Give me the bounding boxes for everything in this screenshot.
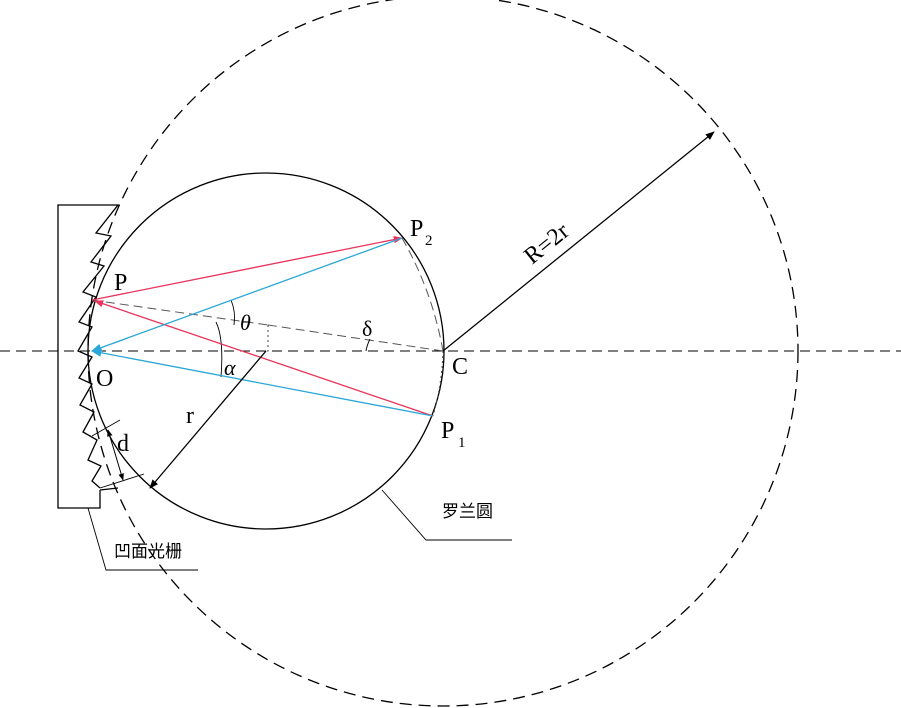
arc-c-p1 [432, 350, 444, 417]
label-P1: P [441, 418, 454, 444]
label-theta: θ [240, 310, 251, 335]
label-r: r [186, 403, 194, 429]
theta-arc [230, 299, 236, 326]
label-R: R=2r [519, 218, 574, 269]
arc-p2-c [401, 237, 444, 352]
radius-R-arrow [442, 131, 715, 352]
d-dimension [107, 429, 124, 481]
label-P2-sub: 2 [425, 233, 433, 249]
grating-substrate [57, 204, 119, 509]
ray-p2-to-o [91, 237, 403, 352]
p-to-center-dash [91, 299, 269, 326]
grating-leader [87, 507, 198, 571]
label-d: d [117, 431, 129, 457]
label-P: P [114, 270, 127, 296]
alpha-arc [215, 321, 223, 378]
label-rowland-circle: 罗兰圆 [442, 502, 493, 522]
c-to-center-dash [267, 324, 444, 352]
label-alpha: α [224, 355, 236, 380]
label-delta: δ [362, 316, 372, 341]
delta-arc [365, 338, 371, 352]
grating-curvature-circle [87, 0, 799, 707]
label-P2: P [410, 216, 423, 242]
label-C: C [452, 354, 468, 380]
ray-p1-to-p [94, 300, 434, 417]
d-tick-top [91, 419, 121, 437]
label-concave-grating: 凹面光栅 [114, 542, 182, 562]
radius-r-arrow [149, 350, 267, 489]
label-O: O [96, 366, 113, 392]
label-P1-sub: 1 [458, 435, 466, 451]
d-tick-bottom [99, 473, 145, 489]
ray-p1-to-o [90, 348, 434, 417]
center-marker [266, 325, 269, 352]
rowland-leader [381, 489, 512, 541]
grating-sawtooth [77, 204, 120, 489]
ray-p2-to-p [91, 236, 403, 301]
